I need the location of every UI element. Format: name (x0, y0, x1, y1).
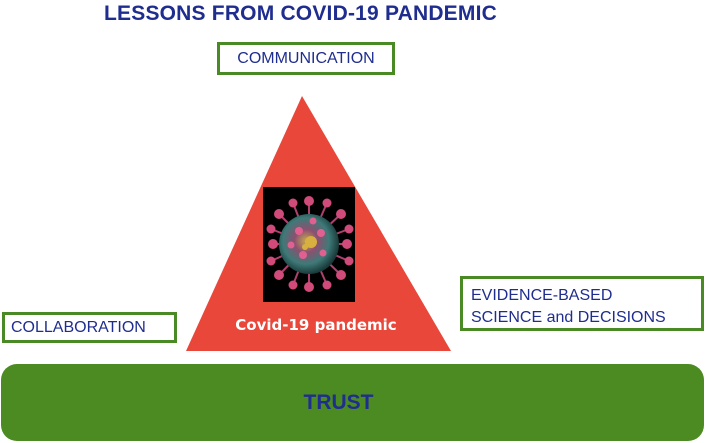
evidence-label-line2: SCIENCE and DECISIONS (471, 309, 666, 326)
communication-label: COMMUNICATION (237, 49, 375, 67)
trust-foundation-bar: TRUST (1, 364, 704, 441)
evidence-based-box: EVIDENCE-BASED SCIENCE and DECISIONS (460, 276, 704, 331)
coronavirus-icon (263, 187, 355, 302)
pandemic-label: Covid-19 pandemic (235, 316, 397, 334)
trust-label: TRUST (303, 390, 374, 414)
evidence-label-line1: EVIDENCE-BASED (471, 287, 613, 304)
collaboration-box: COLLABORATION (2, 312, 177, 343)
communication-box: COMMUNICATION (217, 42, 395, 75)
diagram-title: LESSONS FROM COVID-19 PANDEMIC (104, 2, 497, 25)
coronavirus-image (263, 187, 355, 302)
collaboration-label: COLLABORATION (11, 318, 146, 336)
